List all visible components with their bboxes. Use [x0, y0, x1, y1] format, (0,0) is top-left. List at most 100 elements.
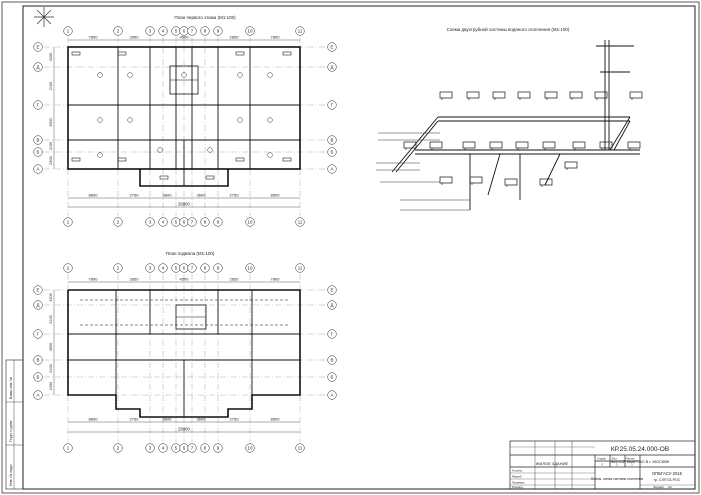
- sheet-value: 1: [616, 463, 618, 467]
- axis-label: А: [37, 393, 40, 398]
- axis-bubble: [33, 355, 43, 365]
- axis-bubble: [327, 372, 337, 382]
- axis-label: 1: [67, 446, 70, 451]
- heating-scheme-title: Схема двухтрубной системы водяного отопл…: [447, 26, 570, 32]
- radiator-icon: [517, 91, 531, 99]
- axis-label: 7: [191, 29, 194, 34]
- axis-bubble: [158, 443, 168, 453]
- axis-bubble: [187, 263, 197, 273]
- axis-label: 3: [149, 266, 152, 271]
- dimension-label: 2850: [130, 35, 140, 40]
- radiator-icon: [569, 91, 583, 99]
- dimension-label: 2750: [130, 417, 140, 422]
- axis-label: 2: [117, 29, 120, 34]
- radiator-icon: [504, 178, 518, 186]
- axis-bubble: [187, 26, 197, 36]
- axis-label: 11: [298, 266, 303, 271]
- radiator-icon: [627, 141, 641, 149]
- axis-label: Е: [331, 288, 334, 293]
- axis-bubble: [158, 26, 168, 36]
- dimension-label: 4500: [49, 118, 53, 126]
- axis-label: 4: [162, 220, 165, 225]
- axis-label: 4: [162, 29, 165, 34]
- axis-bubble: [295, 263, 305, 273]
- axis-bubble: [33, 147, 43, 157]
- compass-icon: [34, 7, 54, 27]
- axis-label: А: [331, 167, 334, 172]
- axis-label: 2: [117, 266, 120, 271]
- axis-label: 8: [204, 29, 207, 34]
- axis-label: Б: [37, 375, 40, 380]
- axis-bubble: [33, 135, 43, 145]
- basement-plan: План подвала (М1:100) 112233445566778899…: [33, 251, 337, 453]
- sheets-value: 1: [631, 463, 633, 467]
- dimension-label: 3600: [197, 193, 207, 198]
- axis-label: 4: [162, 266, 165, 271]
- dimension-label: 2850: [130, 277, 140, 282]
- dimension-label: 7800: [89, 277, 99, 282]
- axis-label: В: [331, 138, 334, 143]
- axis-bubble: [213, 263, 223, 273]
- axis-bubble: [213, 26, 223, 36]
- axis-label: 9: [217, 220, 220, 225]
- room-marker: [237, 72, 243, 78]
- axis-bubble: [245, 217, 255, 227]
- radiator-marker: [282, 51, 292, 56]
- axis-label: В: [37, 138, 40, 143]
- axis-bubble: [33, 390, 43, 400]
- axis-label: 5: [175, 446, 178, 451]
- title-block-text: КР.25.05.24.000-ОВ ЖИЛОЙ КВАРТАЛ В г. МО…: [512, 446, 683, 489]
- axis-bubble: [63, 26, 73, 36]
- radiator-icon: [564, 161, 578, 169]
- sheets-header: Листов: [626, 457, 635, 461]
- radiator-marker: [71, 51, 81, 56]
- axis-bubble: [33, 42, 43, 52]
- radiator-icon: [594, 91, 608, 99]
- radiator-icon: [462, 141, 476, 149]
- room-marker: [181, 72, 187, 78]
- sheet-title: Планы, схема системы отопления: [591, 477, 644, 481]
- axis-bubble: [158, 263, 168, 273]
- side-stamp-inv: Инв. № подл.: [9, 464, 13, 486]
- axis-label: В: [331, 358, 334, 363]
- axis-bubble: [295, 217, 305, 227]
- room-marker: [97, 72, 103, 78]
- building-name: ЖИЛОЕ ЗДАНИЕ: [536, 461, 569, 466]
- axis-bubble: [200, 217, 210, 227]
- title-block: [509, 440, 696, 490]
- axis-bubble: [63, 443, 73, 453]
- building-walls: [67, 46, 301, 187]
- dimension-label: 7800: [271, 35, 281, 40]
- axis-bubble: [213, 217, 223, 227]
- dimension-label: 4200: [49, 53, 53, 61]
- radiator-icon: [599, 141, 613, 149]
- axis-label: Б: [37, 150, 40, 155]
- axis-label: Д: [331, 65, 334, 70]
- axis-label: 7: [191, 266, 194, 271]
- dimension-label: 8600: [89, 417, 99, 422]
- axis-label: 1: [67, 266, 70, 271]
- radiator-marker: [117, 51, 127, 56]
- axis-bubble: [145, 217, 155, 227]
- radiator-icon: [572, 141, 586, 149]
- project-name: ЖИЛОЙ КВАРТАЛ В г. МОСКВЕ: [610, 459, 669, 464]
- axis-label: 2: [117, 220, 120, 225]
- org-line-2: гр. СЛП 03-РОС: [654, 478, 681, 482]
- axis-label: 11: [298, 220, 303, 225]
- format-label: Формат: [653, 485, 664, 489]
- axis-label: Е: [37, 288, 40, 293]
- format-value: А3: [668, 485, 672, 489]
- axis-label: Д: [331, 303, 334, 308]
- stamp-row-2: Проверил: [512, 481, 525, 485]
- axis-bubble: [33, 372, 43, 382]
- axis-bubble: [145, 263, 155, 273]
- axis-label: 10: [248, 446, 253, 451]
- sheet-header: Лист: [612, 457, 618, 461]
- axis-bubble: [187, 443, 197, 453]
- axis-label: Г: [37, 332, 40, 337]
- radiators: [403, 91, 643, 187]
- radiator-icon: [439, 91, 453, 99]
- dimension-label: 8600: [271, 417, 281, 422]
